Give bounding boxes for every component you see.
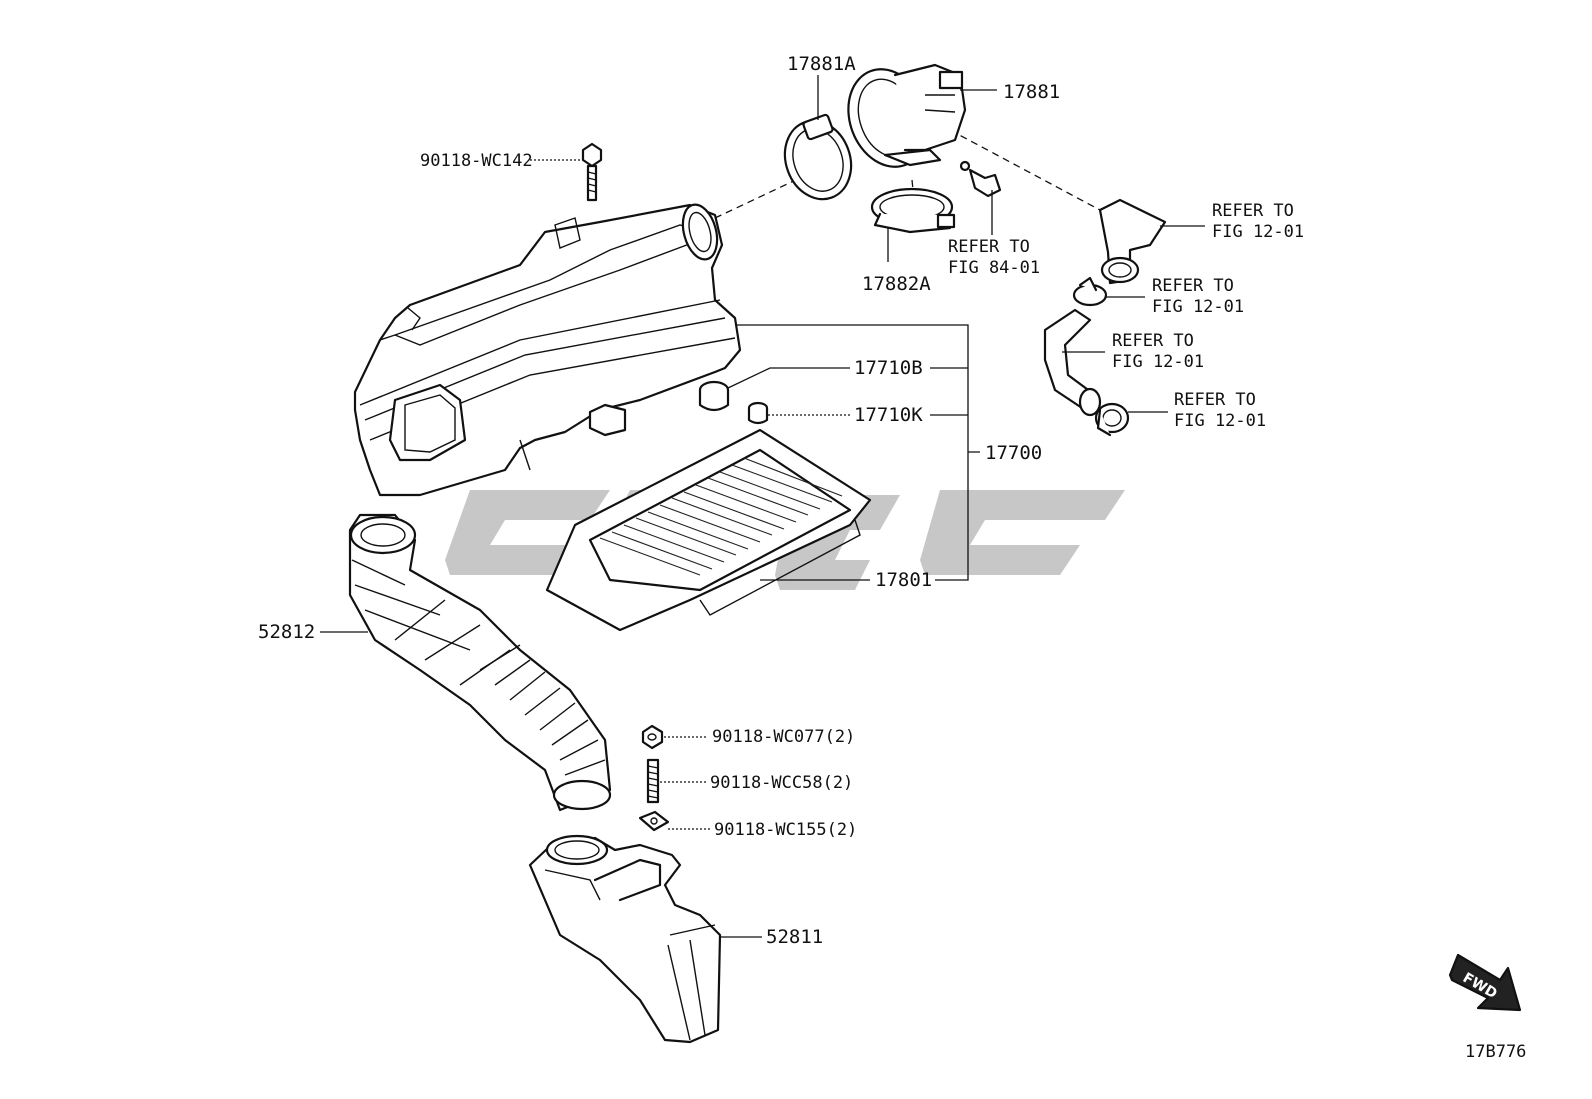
bolt-90118-WC142 — [581, 142, 603, 202]
clamp-17882A — [870, 187, 956, 234]
label-refer-a-line1: REFER TO — [1212, 201, 1294, 221]
dashed-connector — [949, 129, 1101, 211]
label-17882A: 17882A — [862, 273, 931, 295]
clamp-17881A — [783, 113, 853, 201]
label-90118-WC077: 90118-WC077(2) — [712, 727, 855, 747]
label-refer-b-line2: FIG 12-01 — [1152, 297, 1244, 317]
label-17881: 17881 — [1003, 81, 1060, 103]
leader-17700-bracket — [735, 324, 980, 581]
label-refer-84-line2: FIG 84-01 — [948, 258, 1040, 278]
label-refer-d-line1: REFER TO — [1174, 390, 1256, 410]
clip-90118-WC155 — [638, 810, 670, 832]
label-17700: 17700 — [985, 442, 1042, 464]
intake-temp-sensor — [959, 160, 1002, 198]
hose-fitting-upper — [1098, 198, 1167, 285]
stud-90118-WCC58 — [646, 758, 660, 804]
label-refer-b-line1: REFER TO — [1152, 276, 1234, 296]
fwd-arrow-icon: FWD — [1448, 953, 1522, 1012]
hose-clamp-lower — [1094, 402, 1130, 437]
air-flow-meter-17881 — [847, 63, 967, 168]
bent-hose — [1043, 308, 1102, 417]
air-filter-element-17801 — [545, 428, 872, 632]
cushion-17710K — [747, 401, 769, 425]
leader-17710B — [727, 367, 850, 389]
label-17881A: 17881A — [787, 53, 856, 75]
label-90118-WC155: 90118-WC155(2) — [714, 820, 857, 840]
label-refer-d-line2: FIG 12-01 — [1174, 411, 1266, 431]
hose-clamp-upper — [1072, 276, 1108, 307]
grommet-17710B — [698, 380, 730, 412]
air-cleaner-upper-case — [353, 203, 742, 497]
label-52812: 52812 — [258, 621, 315, 643]
label-90118-WC142: 90118-WC142 — [420, 151, 533, 171]
filter-mesh — [599, 457, 843, 576]
dashed-connector — [714, 177, 801, 219]
label-refer-c-line1: REFER TO — [1112, 331, 1194, 351]
nut-90118-WC077 — [641, 724, 664, 750]
duct-hose-52812 — [348, 513, 612, 812]
label-refer-c-line2: FIG 12-01 — [1112, 352, 1204, 372]
label-52811: 52811 — [766, 926, 823, 948]
diagram-code: 17B776 — [1465, 1042, 1526, 1062]
label-refer-84-line1: REFER TO — [948, 237, 1030, 257]
label-17801: 17801 — [875, 569, 932, 591]
inlet-duct-52811 — [528, 834, 722, 1044]
label-90118-WCC58: 90118-WCC58(2) — [710, 773, 853, 793]
label-17710B: 17710B — [854, 357, 923, 379]
label-17710K: 17710K — [854, 404, 923, 426]
label-refer-a-line2: FIG 12-01 — [1212, 222, 1304, 242]
